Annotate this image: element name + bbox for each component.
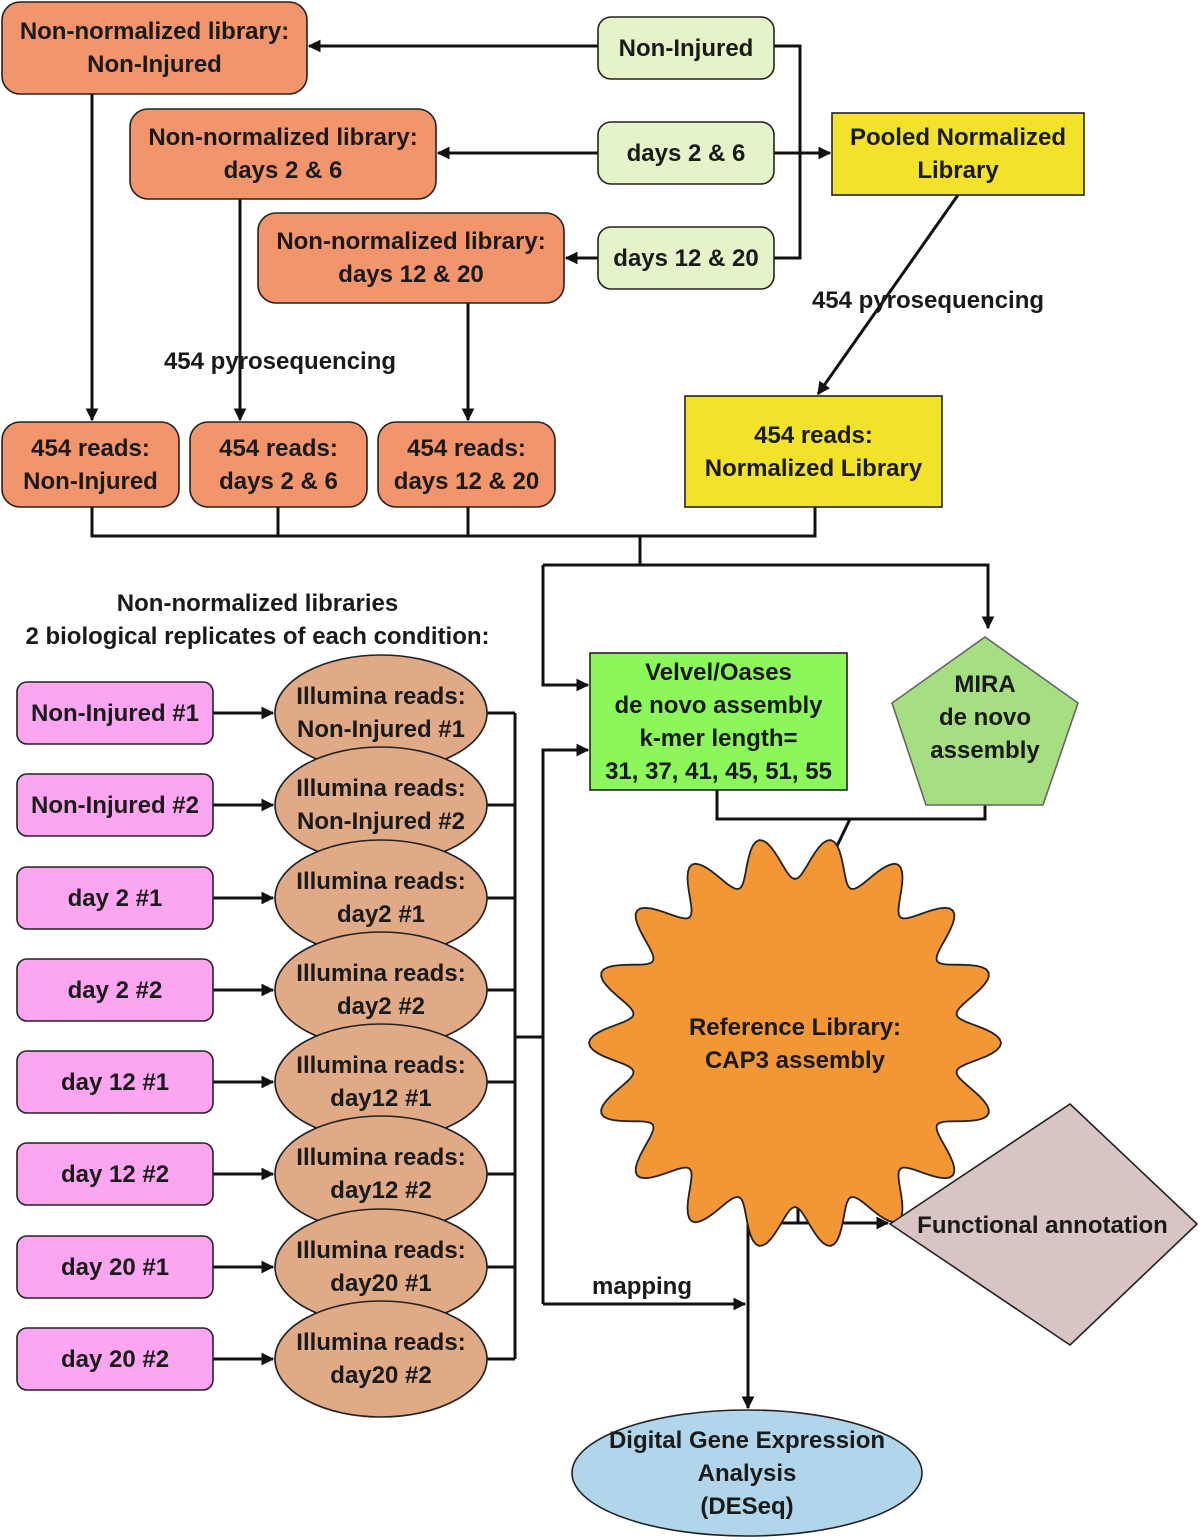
connector xyxy=(541,565,590,692)
454-reads-normalized-library xyxy=(684,395,943,508)
mira-assembly xyxy=(891,636,1079,806)
reference-library-cap3 xyxy=(588,839,1002,1247)
sample-box xyxy=(16,681,214,745)
digital-gene-expression xyxy=(571,1409,923,1537)
454-reads-days-2-6 xyxy=(189,421,368,508)
illumina-reads-ellipse xyxy=(274,1300,488,1418)
sample-box xyxy=(16,1327,214,1391)
source-days-2-6 xyxy=(597,121,775,185)
connector xyxy=(541,743,590,1304)
454-reads-days-12-20 xyxy=(377,421,556,508)
sample-box xyxy=(16,958,214,1022)
connector xyxy=(715,790,987,821)
edge-layer xyxy=(85,39,995,1410)
connector xyxy=(90,507,817,538)
sample-box xyxy=(16,1235,214,1299)
non-normalized-library-days-2-6 xyxy=(129,108,437,200)
non-normalized-library-non-injured xyxy=(1,1,308,95)
non-normalized-library-days-12-20 xyxy=(257,212,565,304)
source-non-injured xyxy=(597,16,775,80)
sample-box xyxy=(16,866,214,930)
sample-box xyxy=(16,1142,214,1206)
connector xyxy=(816,194,960,396)
functional-annotation xyxy=(888,1102,1199,1347)
source-days-12-20 xyxy=(597,226,775,290)
sample-box xyxy=(16,773,214,837)
sample-box xyxy=(16,1050,214,1114)
connector xyxy=(543,563,995,630)
velvet-oases-assembly xyxy=(589,652,848,791)
454-reads-non-injured xyxy=(1,421,180,508)
pooled-normalized-library xyxy=(831,112,1085,196)
